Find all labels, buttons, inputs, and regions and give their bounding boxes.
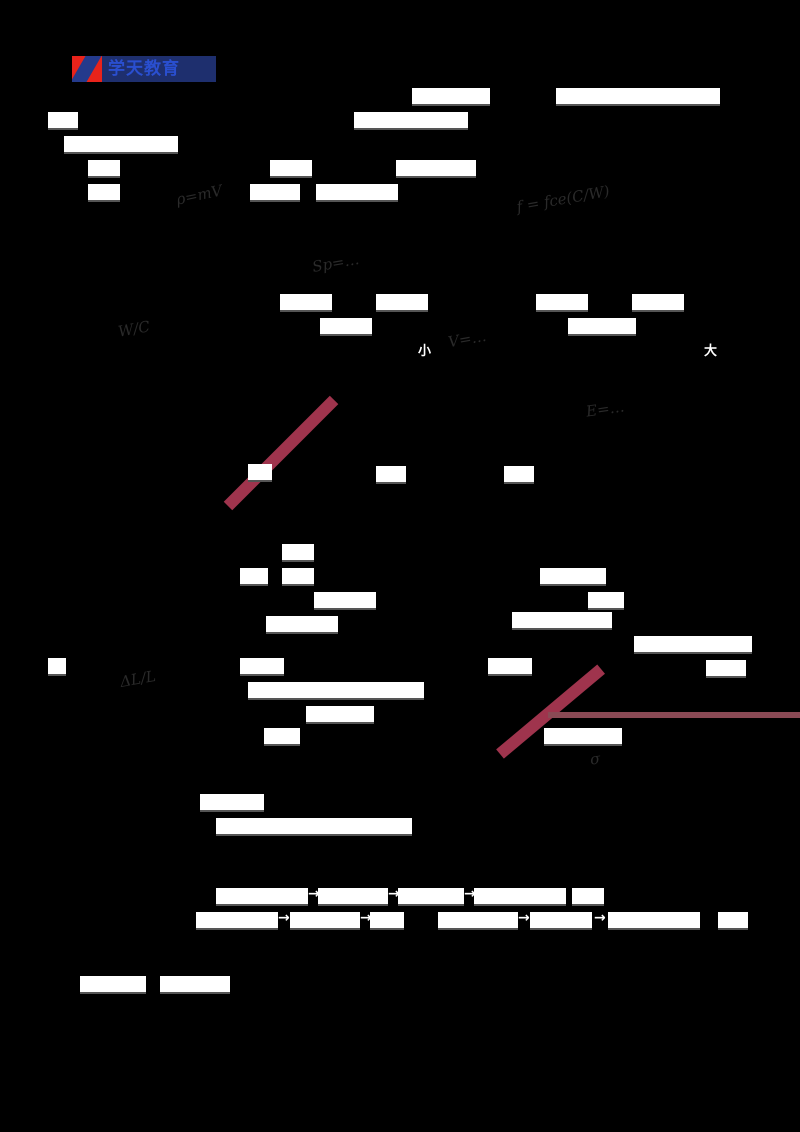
heading-block: 混凝土的技术性能与影响因素分析 xyxy=(556,88,720,104)
logo-mark-icon xyxy=(72,56,102,82)
arrow-right-icon: → xyxy=(388,886,400,902)
percent-label: 50% xyxy=(248,464,272,480)
range-small-label: 小 xyxy=(418,344,432,359)
row-label: 细骨 xyxy=(88,184,120,200)
pore-label: 毛细孔 xyxy=(376,294,428,310)
handwritten-note: ΔL/L xyxy=(118,667,158,691)
section-title: 配合比设计 xyxy=(200,794,264,810)
handwritten-note: Sp=… xyxy=(310,250,361,276)
handwritten-note: f = fce(C/W) xyxy=(515,181,611,217)
handwritten-note: σ xyxy=(588,749,602,769)
annotation-label: 一般作为控制指标 xyxy=(634,636,752,652)
flow-step: 储存 xyxy=(572,888,604,904)
footer-item: 混凝土养护 xyxy=(80,976,146,992)
heading-block: 一、普通混凝土组成 xyxy=(354,112,468,128)
annotation-stroke xyxy=(223,395,339,511)
footer-item: 质量检验 xyxy=(160,976,230,992)
brand-logo: 学天教育 xyxy=(72,56,216,82)
flow-step: 试配与调整 xyxy=(290,912,360,928)
section-label: 和易性 xyxy=(240,658,284,674)
annotation-underline xyxy=(548,712,800,718)
flow-step: 强度 xyxy=(370,912,404,928)
arrow-right-icon: → xyxy=(360,910,372,926)
pore-label: 土粘度 xyxy=(280,294,332,310)
section-marker: 二 xyxy=(48,658,66,674)
handwritten-note: W/C xyxy=(116,317,152,341)
section-heading: 一、普通混凝土组成材料 xyxy=(64,136,178,152)
flow-step: 施工配合比调整 xyxy=(474,888,566,904)
flow-step: 确定配合比 xyxy=(438,912,518,928)
range-large-label: 大 xyxy=(704,344,718,359)
flow-step: 施工配合比 xyxy=(530,912,592,928)
row-value: 混凝土 xyxy=(250,184,300,200)
percent-label: 70% xyxy=(376,466,406,482)
row-note: 凝结时间测定 xyxy=(396,160,476,176)
handwritten-note: E=… xyxy=(584,397,626,421)
flow-step: 初步配合比 xyxy=(216,888,308,904)
property-label: 徐变 xyxy=(706,660,746,676)
handwritten-note: V=… xyxy=(446,326,488,352)
property-label: 碳化 xyxy=(588,592,624,608)
handwritten-note: ρ=mV xyxy=(174,181,224,209)
percent-label: 90% xyxy=(504,466,534,482)
flow-step: 现场检测与验收 xyxy=(608,912,700,928)
section-label: 耐久性 xyxy=(488,658,532,674)
section-label: 保水 xyxy=(264,728,300,744)
heading-block: 混凝土组成材料 xyxy=(412,88,490,104)
arrow-right-icon: → xyxy=(464,886,476,902)
arrow-right-icon: → xyxy=(594,910,606,926)
property-label: 强度 xyxy=(282,544,314,560)
logo-text: 学天教育 xyxy=(102,56,216,82)
flow-step: 合格 xyxy=(718,912,748,928)
flow-step: 基准配合比 xyxy=(318,888,388,904)
arrow-right-icon: → xyxy=(308,886,320,902)
property-label: 干燥收缩 xyxy=(540,568,606,584)
section-label: 流动性指标 xyxy=(306,706,374,722)
section-subtitle: 水胶比、砂率、用水量三个参数 xyxy=(216,818,412,834)
property-label: 钢筋锈蚀与防护 xyxy=(512,612,612,628)
range-arrow: ←大中→ xyxy=(568,318,636,334)
arrow-right-icon: → xyxy=(278,910,290,926)
pore-label: 土粘度 xyxy=(632,294,684,310)
property-label: 水灰比影响 xyxy=(314,592,376,608)
row-value: 200% xyxy=(270,160,312,176)
property-label: 冻融 xyxy=(282,568,314,584)
pore-label: 塑细孔 xyxy=(536,294,588,310)
section-label: 抗冻等级划分 xyxy=(544,728,622,744)
property-label: 抗渗 xyxy=(240,568,268,584)
property-label: 20～30% xyxy=(266,616,338,632)
flow-step: 原材料检验 xyxy=(196,912,278,928)
range-arrow: ←中间→ xyxy=(320,318,372,334)
flow-step: 试验室配合比 xyxy=(398,888,464,904)
row-note: 外加剂混凝土 xyxy=(316,184,398,200)
row-label: 胶凝 xyxy=(88,160,120,176)
left-heading: 要点 xyxy=(48,112,78,128)
section-label: 第一项影响混凝土拌合物工作性能 xyxy=(248,682,424,698)
arrow-right-icon: → xyxy=(518,910,530,926)
